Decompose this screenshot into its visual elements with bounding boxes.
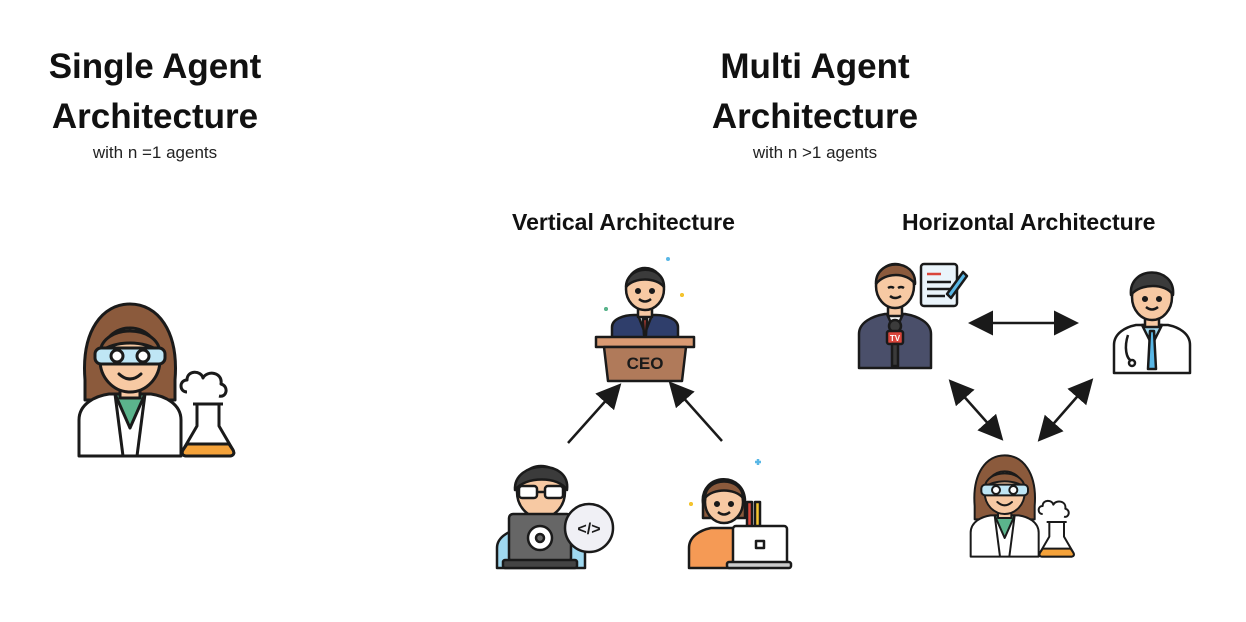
designer-icon (687, 459, 793, 570)
reporter-icon: TV (857, 262, 969, 370)
multi-title-line1: Multi Agent (720, 47, 910, 86)
arrow-reporter-scientist (948, 379, 1004, 441)
arrow-programmer-to-ceo (567, 383, 622, 444)
multi-title-line2: Architecture (711, 97, 919, 136)
single-title-line2: Architecture (51, 97, 259, 136)
svg-text:</>: </> (577, 521, 600, 538)
programmer-icon: </> (495, 464, 615, 570)
single-title-line1: Single Agent (48, 47, 262, 86)
horizontal-heading: Horizontal Architecture (902, 209, 1156, 235)
arrow-doctor-scientist (1037, 378, 1094, 442)
arrow-designer-to-ceo (668, 381, 723, 442)
multi-subtitle: with n >1 agents (752, 143, 878, 162)
ceo-icon: CEO (594, 257, 696, 383)
podium-label: CEO (627, 354, 664, 373)
doctor-icon (1112, 271, 1192, 375)
scientist-small-icon (969, 454, 1075, 558)
single-subtitle: with n =1 agents (92, 143, 218, 162)
scientist-icon (77, 302, 236, 458)
vertical-heading: Vertical Architecture (512, 209, 735, 235)
tv-label: TV (890, 334, 901, 343)
